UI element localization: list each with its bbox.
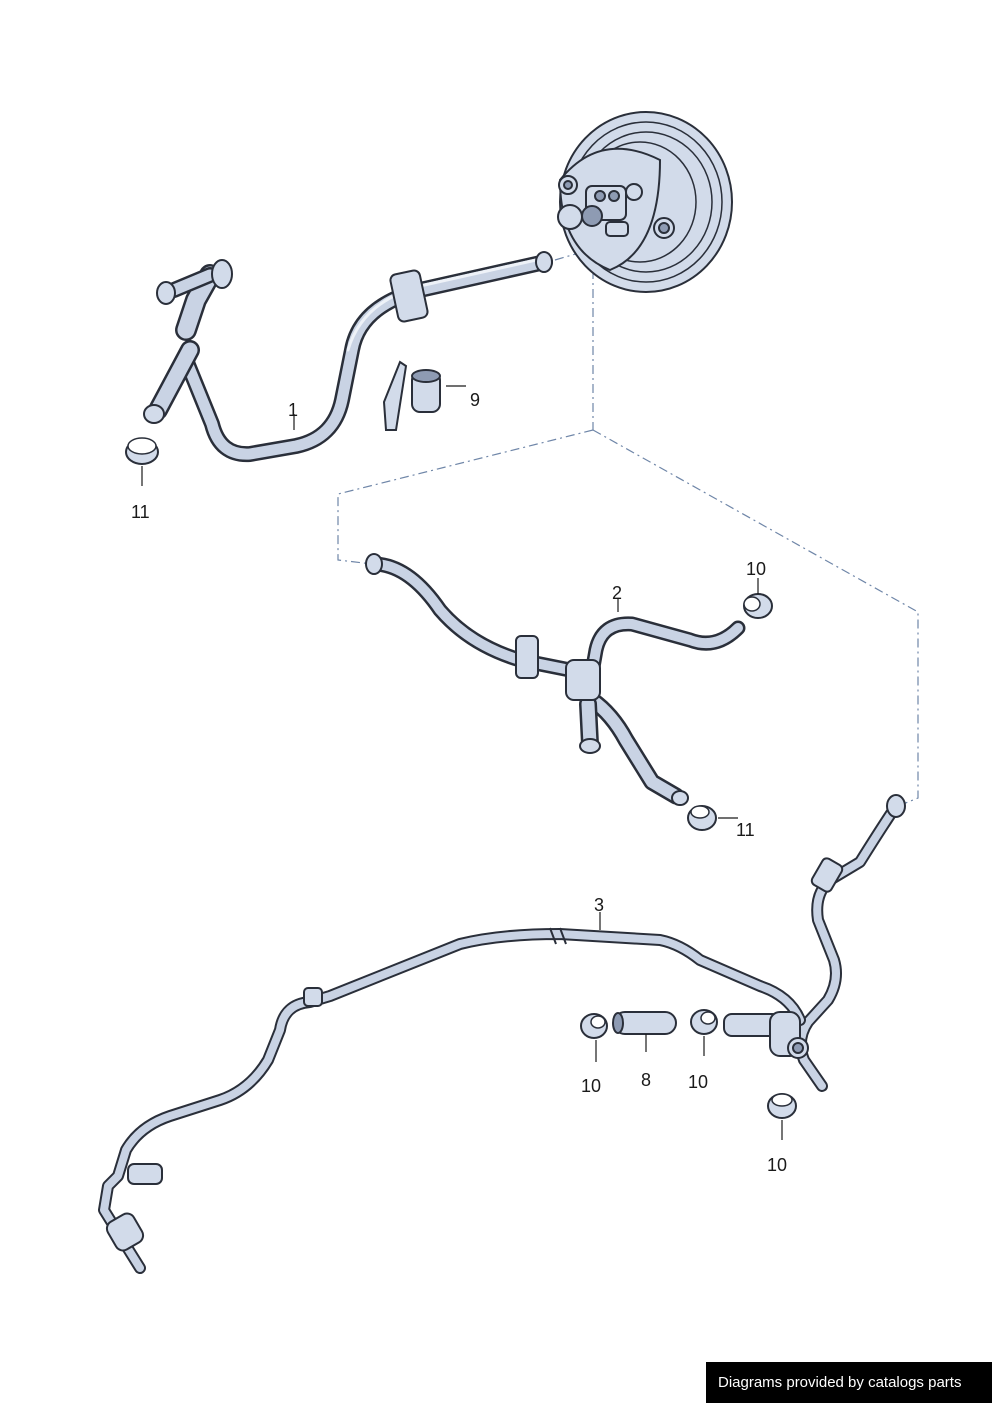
credit-banner: Diagrams provided by catalogs parts <box>706 1362 992 1403</box>
callout-3: 3 <box>594 895 604 915</box>
clamp-10-middle <box>743 593 773 619</box>
callout-2: 2 <box>612 583 622 603</box>
clamp-11-upper <box>125 437 159 465</box>
clamp-10-left <box>580 1013 608 1039</box>
assembly-guide-lines <box>337 227 919 807</box>
callout-10-bottom: 10 <box>767 1155 787 1175</box>
callout-labels: 1 9 11 2 10 11 3 10 8 10 10 <box>131 390 787 1175</box>
hose-piece-8 <box>612 1011 677 1035</box>
vacuum-line-3 <box>98 794 906 1274</box>
bracket-9 <box>382 360 441 431</box>
callout-8: 8 <box>641 1070 651 1090</box>
callout-1: 1 <box>288 400 298 420</box>
clamp-10-right <box>690 1009 718 1035</box>
callout-10-middle: 10 <box>746 559 766 579</box>
callout-10-right: 10 <box>688 1072 708 1092</box>
leader-lines <box>141 385 783 1140</box>
callout-9: 9 <box>470 390 480 410</box>
clamp-10-bottom <box>767 1093 797 1119</box>
vacuum-hose-1 <box>143 251 553 463</box>
vacuum-hose-2 <box>365 553 746 806</box>
check-valve <box>723 1011 809 1059</box>
brake-booster <box>557 111 733 293</box>
callout-11-upper: 11 <box>131 502 150 522</box>
clamp-11-lower <box>687 805 717 831</box>
callout-10-left: 10 <box>581 1076 601 1096</box>
callout-11-lower: 11 <box>736 820 755 840</box>
